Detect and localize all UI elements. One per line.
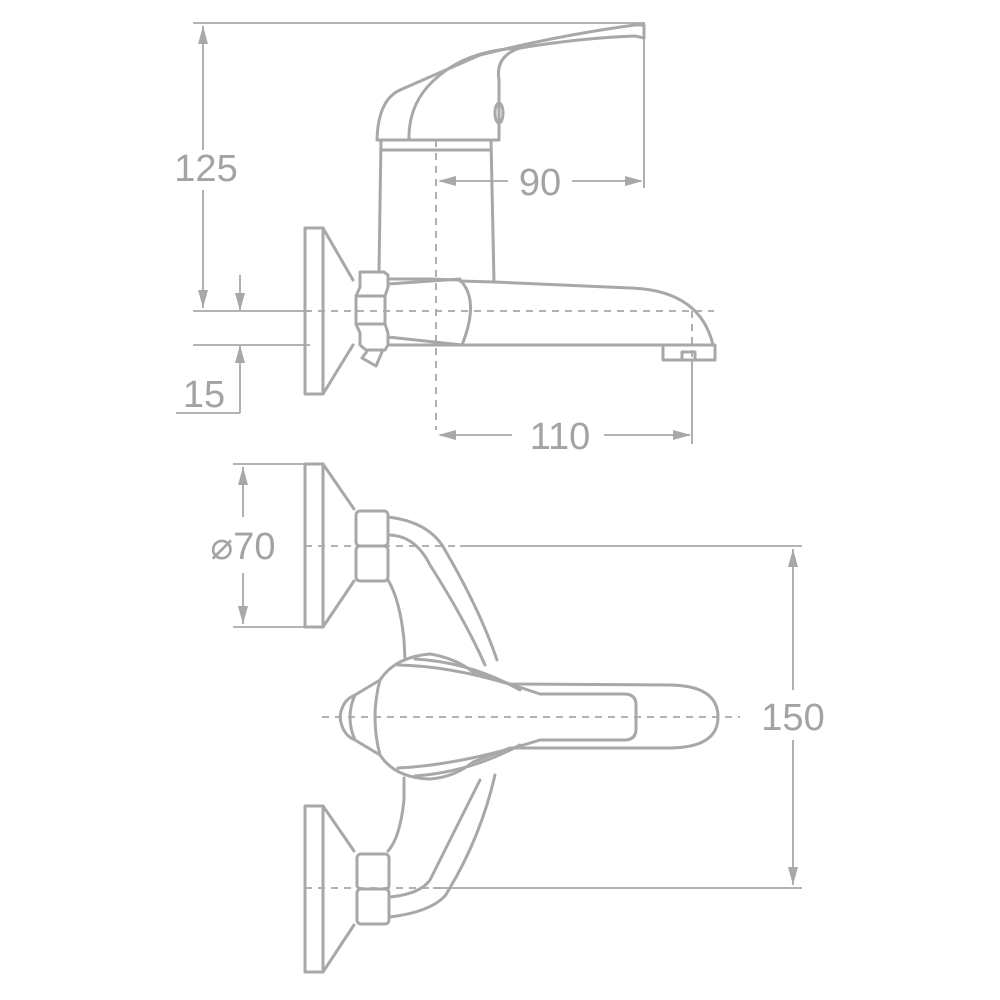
dim-label-150: 150 xyxy=(761,697,824,739)
hex-nut-side xyxy=(354,270,390,368)
spout-side xyxy=(386,277,717,362)
dim-label-90: 90 xyxy=(519,162,561,204)
dimension-reach-110: 110 xyxy=(438,360,693,458)
connecting-arms xyxy=(386,515,499,919)
dimension-height-125: 125 xyxy=(174,22,645,308)
lever-handle-side xyxy=(375,23,646,142)
cartridge-body-side xyxy=(377,138,496,284)
dimension-spacing-150: 150 xyxy=(433,545,825,889)
dimension-reach-90: 90 xyxy=(438,38,645,204)
top-view: ⌀70 xyxy=(210,462,825,974)
wall-flange-top-lower xyxy=(303,804,391,974)
dim-label-15: 15 xyxy=(183,374,225,416)
dimension-offset-15: 15 xyxy=(176,275,310,416)
dim-label-110: 110 xyxy=(530,416,591,458)
dimension-diameter-70: ⌀70 xyxy=(210,463,305,628)
side-view: 125 15 xyxy=(174,22,717,458)
dim-label-125: 125 xyxy=(174,148,237,190)
dim-label-diameter-70: ⌀70 xyxy=(210,526,275,568)
